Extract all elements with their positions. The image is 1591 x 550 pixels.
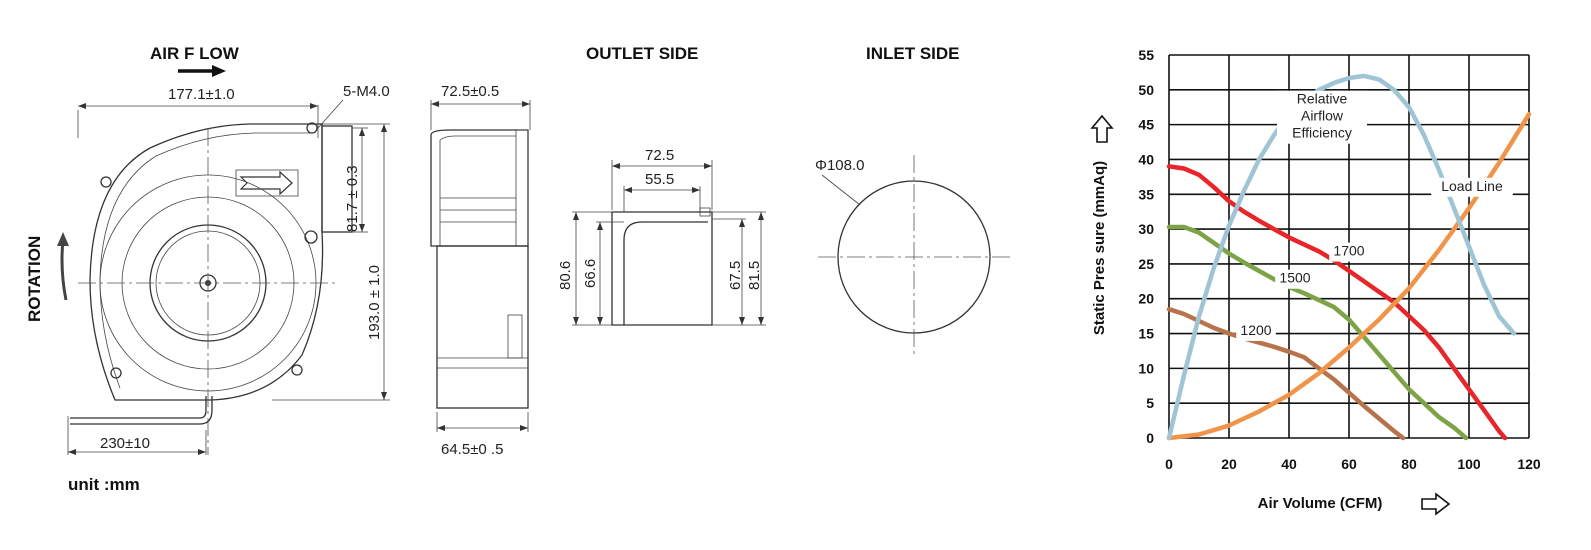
outlet-left-outer: 80.6: [557, 261, 574, 290]
y-tick-label: 10: [1138, 360, 1154, 376]
side-body-upper: [430, 129, 529, 247]
y-axis-label: Static Pres sure (mmAq): [1091, 161, 1108, 335]
x-tick-label: 20: [1221, 456, 1237, 472]
chart-series: [1166, 73, 1532, 441]
blower-housing: [89, 123, 324, 401]
screw-spec-label: 5-M4.0: [343, 83, 390, 100]
y-tick-label: 55: [1138, 47, 1154, 63]
y-tick-label: 45: [1138, 117, 1154, 133]
x-tick-label: 40: [1281, 456, 1297, 472]
air-flow-header: AIR F LOW: [150, 44, 240, 63]
y-tick-label: 40: [1138, 151, 1154, 167]
front-width-dimension: 177.1±1.0: [168, 86, 235, 103]
series-label-1500: 1500: [1279, 270, 1310, 286]
x-axis-label: Air Volume (CFM): [1258, 495, 1383, 512]
series-line-1200: [1166, 306, 1406, 441]
outlet-flange: [321, 125, 353, 233]
y-tick-label: 5: [1146, 395, 1154, 411]
outlet-right-inner: 67.5: [727, 261, 744, 290]
series-line-1700: [1166, 164, 1508, 441]
unit-label: unit :mm: [68, 475, 140, 494]
outlet-view: OUTLET SIDE 72.5 55.5 80.6 66.6 67.5: [557, 44, 766, 326]
rotation-header: ROTATION: [25, 236, 44, 322]
series-label-1700: 1700: [1333, 243, 1364, 259]
inlet-diameter: Φ108.0: [815, 157, 865, 174]
inlet-view: INLET SIDE Φ108.0: [815, 44, 1010, 355]
y-tick-label: 20: [1138, 291, 1154, 307]
y-tick-label: 25: [1138, 256, 1154, 272]
outlet-height-dimension: 81.7 ± 0.3: [344, 165, 361, 232]
lead-wire: [70, 396, 207, 419]
outlet-outer-width: 72.5: [645, 147, 674, 164]
side-body-lower: [436, 245, 529, 409]
series-label-bg: [1236, 321, 1276, 341]
series-label-bg: [1277, 90, 1367, 144]
y-tick-label: 30: [1138, 221, 1154, 237]
x-tick-label: 60: [1341, 456, 1357, 472]
outlet-right-outer: 81.5: [746, 261, 763, 290]
outlet-inner-width: 55.5: [645, 171, 674, 188]
x-tick-label: 80: [1401, 456, 1417, 472]
x-tick-label: 120: [1517, 456, 1541, 472]
series-label-bg: [1275, 269, 1315, 289]
side-top-dimension: 72.5±0.5: [441, 83, 499, 100]
series-line-1500: [1166, 224, 1469, 441]
x-tick-label: 0: [1165, 456, 1173, 472]
y-tick-label: 0: [1146, 430, 1154, 446]
lead-length-dimension: 230±10: [100, 435, 150, 452]
front-view: AIR F LOW ROTATION 177.1±1.0 5-M4.0: [25, 44, 390, 494]
series-line-load-line: [1166, 111, 1532, 441]
outlet-direction-arrow-icon: [239, 170, 293, 196]
series-label-1200: 1200: [1240, 322, 1271, 338]
overall-height-dimension: 193.0 ± 1.0: [366, 265, 383, 340]
air-flow-arrow-icon: [178, 65, 226, 77]
y-tick-label: 50: [1138, 82, 1154, 98]
x-axis-arrow-icon: [1421, 492, 1451, 516]
inlet-side-header: INLET SIDE: [866, 44, 960, 63]
x-tick-label: 100: [1457, 456, 1481, 472]
y-tick-label: 15: [1138, 326, 1154, 342]
side-view: 72.5±0.5 64.5±0 .5: [430, 83, 531, 458]
series-label-load-line: Load Line: [1441, 178, 1503, 194]
series-line-relative-airflow-efficiency: [1166, 73, 1517, 441]
series-label-bg: [1329, 242, 1369, 262]
y-axis-arrow-icon: [1090, 114, 1114, 143]
rotation-arrow-icon: [57, 232, 69, 301]
outlet-left-inner: 66.6: [582, 259, 599, 288]
series-label-bg: [1431, 177, 1513, 197]
y-tick-label: 35: [1138, 186, 1154, 202]
outlet-side-header: OUTLET SIDE: [586, 44, 698, 63]
side-bottom-dimension: 64.5±0 .5: [441, 441, 503, 458]
